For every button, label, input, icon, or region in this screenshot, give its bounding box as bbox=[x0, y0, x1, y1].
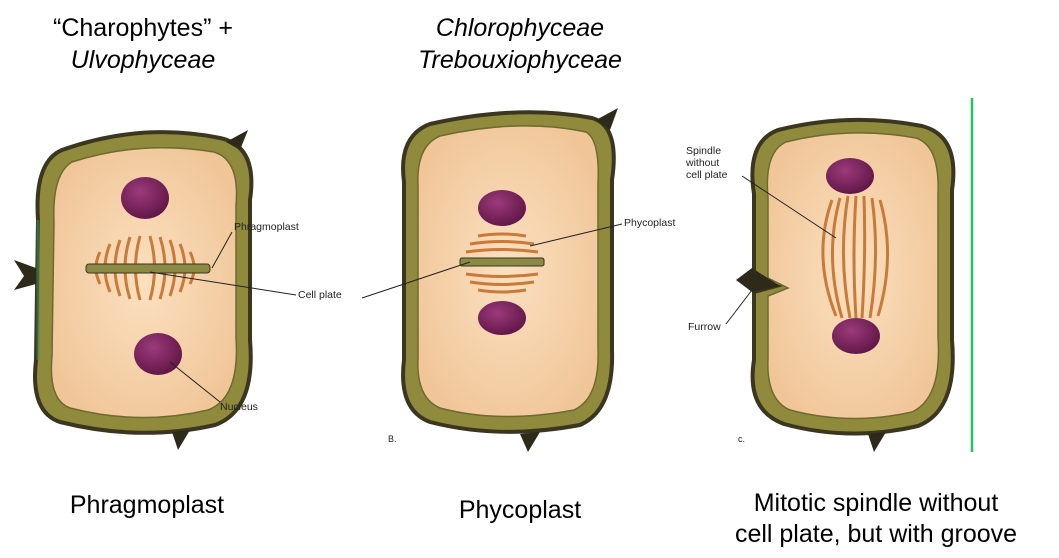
panel-a-cell-plate bbox=[86, 264, 210, 273]
caption-right-line2: cell plate, but with groove bbox=[696, 519, 1056, 550]
header-left: “Charophytes” + Ulvophyceae bbox=[28, 12, 258, 76]
label-nucleus: Nucleus bbox=[220, 401, 258, 413]
caption-right-line1: Mitotic spindle without bbox=[696, 488, 1056, 519]
panel-b-nucleus-bottom bbox=[478, 301, 526, 335]
panel-a-nucleus-bottom bbox=[134, 333, 182, 375]
panel-a-wall-junction-bottom bbox=[172, 430, 190, 450]
panel-c-letter: c. bbox=[738, 434, 745, 444]
panel-c: Spindle without cell plate Furrow c. bbox=[685, 120, 953, 452]
header-middle-line2: Trebouxiophyceae bbox=[380, 44, 660, 76]
caption-right: Mitotic spindle without cell plate, but … bbox=[696, 488, 1056, 550]
caption-left: Phragmoplast bbox=[22, 490, 272, 521]
panel-a: Phragmoplast Cell plate Nucleus bbox=[14, 130, 342, 450]
panel-a-nucleus-top bbox=[121, 177, 169, 219]
panel-b-letter: B. bbox=[388, 434, 397, 444]
panel-a-wall-junction-left bbox=[14, 260, 36, 290]
panel-c-wall-junction-bottom bbox=[868, 432, 886, 452]
label-phycoplast: Phycoplast bbox=[624, 217, 675, 229]
panel-b-cytoplasm bbox=[418, 126, 598, 417]
label-phragmoplast: Phragmoplast bbox=[234, 221, 299, 233]
header-middle-line1: Chlorophyceae bbox=[380, 12, 660, 44]
label-spindle-line2: without bbox=[685, 157, 719, 169]
label-cell-plate: Cell plate bbox=[298, 289, 342, 301]
panel-c-nucleus-top bbox=[826, 158, 874, 194]
panel-b-wall-junction-bottom bbox=[520, 432, 540, 452]
panel-c-nucleus-bottom bbox=[832, 318, 880, 354]
caption-middle: Phycoplast bbox=[395, 495, 645, 526]
label-furrow: Furrow bbox=[688, 321, 721, 333]
cell-division-figure: Phragmoplast Cell plate Nucleus Phycopla… bbox=[0, 90, 1059, 460]
label-spindle-line1: Spindle bbox=[686, 145, 721, 157]
panel-b: Phycoplast B. bbox=[362, 108, 675, 452]
header-left-line2: Ulvophyceae bbox=[28, 44, 258, 76]
header-left-line1: “Charophytes” + bbox=[28, 12, 258, 44]
label-spindle-line3: cell plate bbox=[686, 169, 728, 181]
panel-b-cell-plate bbox=[460, 258, 544, 266]
panel-c-furrow-leader bbox=[726, 290, 752, 324]
header-middle: Chlorophyceae Trebouxiophyceae bbox=[380, 12, 660, 76]
panel-b-nucleus-top bbox=[478, 190, 526, 226]
